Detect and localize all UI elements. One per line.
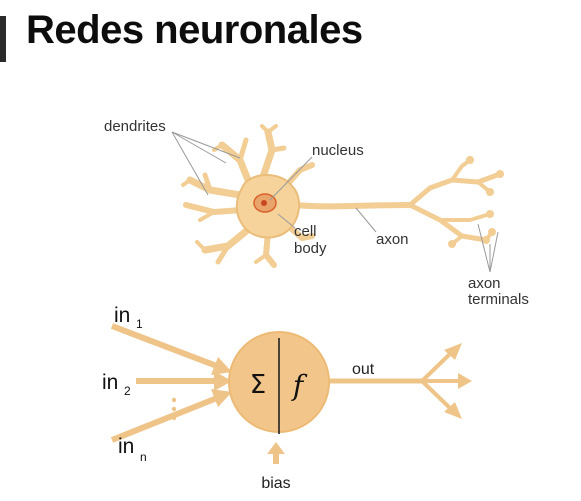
input-label-2: in 2 [102, 371, 131, 398]
bias-label: bias [261, 475, 290, 492]
label-nucleus: nucleus [312, 142, 364, 159]
title-accent-bar [0, 16, 6, 62]
neuron-dendrites [181, 124, 315, 268]
sum-symbol: Σ [250, 370, 266, 400]
label-axon-terminals-line1: axon [468, 275, 501, 292]
neuron-terminal-bulbs [448, 156, 504, 248]
nucleus-dot [261, 200, 267, 206]
input-label-n: in n [118, 435, 147, 464]
label-cell-body-line1: cell [294, 223, 317, 240]
label-dendrites: dendrites [104, 118, 166, 135]
page-title: Redes neuronales [26, 8, 363, 52]
biological-neuron [181, 124, 504, 268]
neuron-pointer-lines [171, 131, 499, 273]
label-axon: axon [376, 231, 409, 248]
label-axon-terminals-line2: terminals [468, 291, 529, 308]
output-label: out [352, 361, 375, 378]
input-1-text: in [114, 304, 130, 327]
input-n-text: in [118, 435, 134, 458]
input-2-subscript: 2 [124, 384, 131, 398]
input-2-text: in [102, 371, 118, 394]
input-label-1: in 1 [114, 304, 143, 331]
label-cell-body-line2: body [294, 240, 327, 257]
input-1-subscript: 1 [136, 317, 143, 331]
input-n-subscript: n [140, 450, 147, 464]
perceptron-arrows [110, 323, 472, 464]
